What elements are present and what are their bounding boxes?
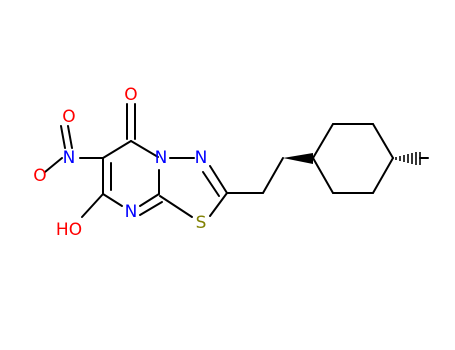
bond-nnitro-o1-b xyxy=(60,125,66,149)
wedge-bond-ethyl-cyclohexyl xyxy=(283,153,313,164)
hashed-bond-methyl xyxy=(395,152,421,165)
atom-n-thiadiazole: N xyxy=(195,148,208,168)
bond-cy-c3-c4 xyxy=(372,123,394,159)
atom-n-nitro: N xyxy=(63,148,76,168)
bonds xyxy=(44,103,394,218)
atom-o-nitro-top: O xyxy=(62,107,75,127)
bond-n8-c8a-inner xyxy=(139,201,163,216)
bond-c5-n4 xyxy=(130,140,159,158)
bond-n8-c8a xyxy=(139,193,160,207)
bond-nnitro-o2 xyxy=(44,157,63,173)
bond-n3-c2 xyxy=(209,165,228,194)
bond-s1-c8a xyxy=(159,195,193,218)
atom-n-bridgehead: N xyxy=(155,148,168,168)
atom-n-pyrimidine: N xyxy=(125,202,138,222)
bond-n3-c2-inner xyxy=(202,171,220,197)
bond-c7-n8 xyxy=(102,193,123,207)
bond-cy-c1-c2 xyxy=(312,123,334,159)
bond-cy-c6-c1 xyxy=(312,157,334,194)
atom-o-nitro-bottom: O xyxy=(33,166,46,186)
atom-hydroxyl: HO xyxy=(56,220,82,240)
bond-c7-oh xyxy=(81,193,104,218)
bond-c5-c6 xyxy=(102,140,132,159)
bond-cy-c4-c5 xyxy=(372,157,394,194)
atom-s-thiadiazole: S xyxy=(196,213,207,233)
bond-nnitro-o1-a xyxy=(67,125,73,149)
atom-labels: O O O N N N N S HO xyxy=(33,85,207,240)
bond-ch2a-ch2b xyxy=(262,157,284,194)
atom-o-ketone: O xyxy=(124,85,137,105)
bond-c2-s1 xyxy=(209,192,228,217)
